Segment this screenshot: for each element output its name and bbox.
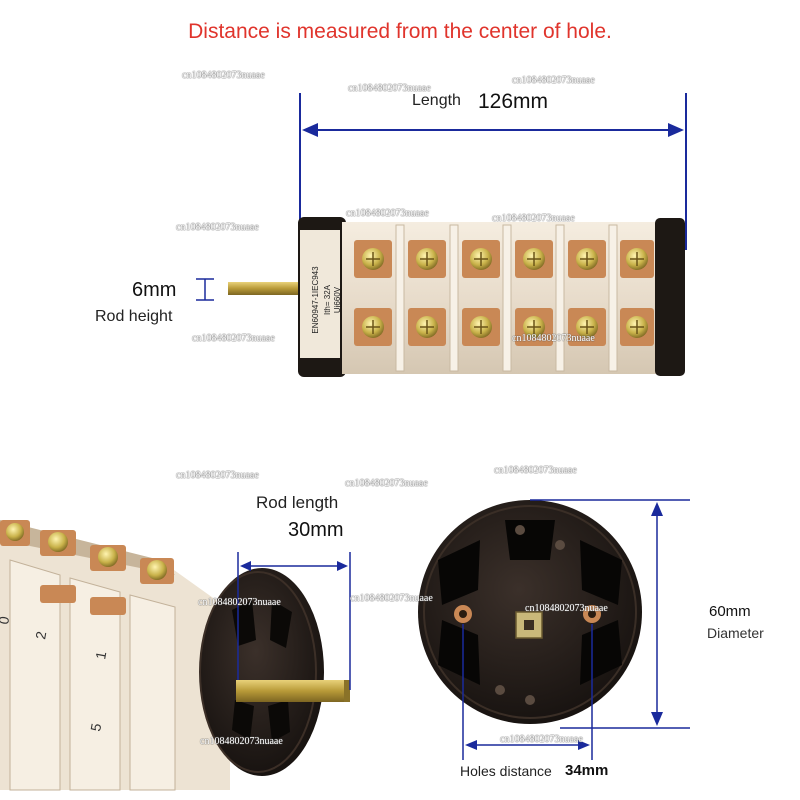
body-text-1: EN60947-1IEC943 xyxy=(311,266,320,334)
position-number-2: 2 xyxy=(32,630,49,641)
watermark: cn1084802073nuaae xyxy=(492,213,575,224)
watermark: cn1084802073nuaae xyxy=(512,333,595,344)
side-end-disc xyxy=(200,568,324,776)
holes-distance-dimension xyxy=(462,624,593,760)
watermark: cn1084802073nuaae xyxy=(348,83,431,94)
rod-length-value: 30mm xyxy=(288,519,344,541)
top-cam-body xyxy=(342,222,660,374)
rod-height-dimension xyxy=(196,278,214,301)
watermark: cn1084802073nuaae xyxy=(525,603,608,614)
diameter-label: Diameter xyxy=(707,625,764,641)
rod-length-dimension xyxy=(237,552,351,690)
rod-height-value: 6mm xyxy=(132,279,177,301)
position-number-1: 1 xyxy=(92,650,109,661)
top-cam-dividers xyxy=(395,224,618,372)
watermark: cn1084802073nuaae xyxy=(500,734,583,745)
position-number-5: 5 xyxy=(87,722,104,733)
holes-distance-label: Holes distance xyxy=(460,763,552,779)
body-text-3: Ui660V xyxy=(333,286,342,313)
top-terminals xyxy=(354,240,654,346)
holes-distance-value: 34mm xyxy=(565,762,609,779)
side-view-switch: 0 2 1 5 xyxy=(0,520,350,791)
watermark: cn1084802073nuaae xyxy=(346,208,429,219)
watermark: cn1084802073nuaae xyxy=(350,593,433,604)
diameter-dimension xyxy=(530,499,690,729)
watermark: cn1084802073nuaae xyxy=(494,465,577,476)
body-text-2: Ith= 32A xyxy=(323,284,332,315)
side-rod xyxy=(236,680,348,702)
top-end-cap-rear xyxy=(655,218,685,376)
position-number-0: 0 xyxy=(0,615,12,626)
watermark: cn1084802073nuaae xyxy=(345,478,428,489)
watermark: cn1084802073nuaae xyxy=(512,75,595,86)
rod-height-label: Rod height xyxy=(95,308,173,325)
length-dimension xyxy=(299,93,687,250)
watermark: cn1084802073nuaae xyxy=(200,736,283,747)
watermark: cn1084802073nuaae xyxy=(176,470,259,481)
headline-note: Distance is measured from the center of … xyxy=(188,20,612,43)
diameter-value: 60mm xyxy=(709,603,751,620)
length-value: 126mm xyxy=(478,90,549,113)
watermark: cn1084802073nuaae xyxy=(176,222,259,233)
length-label: Length xyxy=(412,92,461,109)
watermark: cn1084802073nuaae xyxy=(192,333,275,344)
rod-length-label: Rod length xyxy=(256,493,339,512)
watermark: cn1084802073nuaae xyxy=(182,70,265,81)
watermark: cn1084802073nuaae xyxy=(198,597,281,608)
front-view-disc xyxy=(418,500,642,724)
top-rod xyxy=(228,282,308,295)
